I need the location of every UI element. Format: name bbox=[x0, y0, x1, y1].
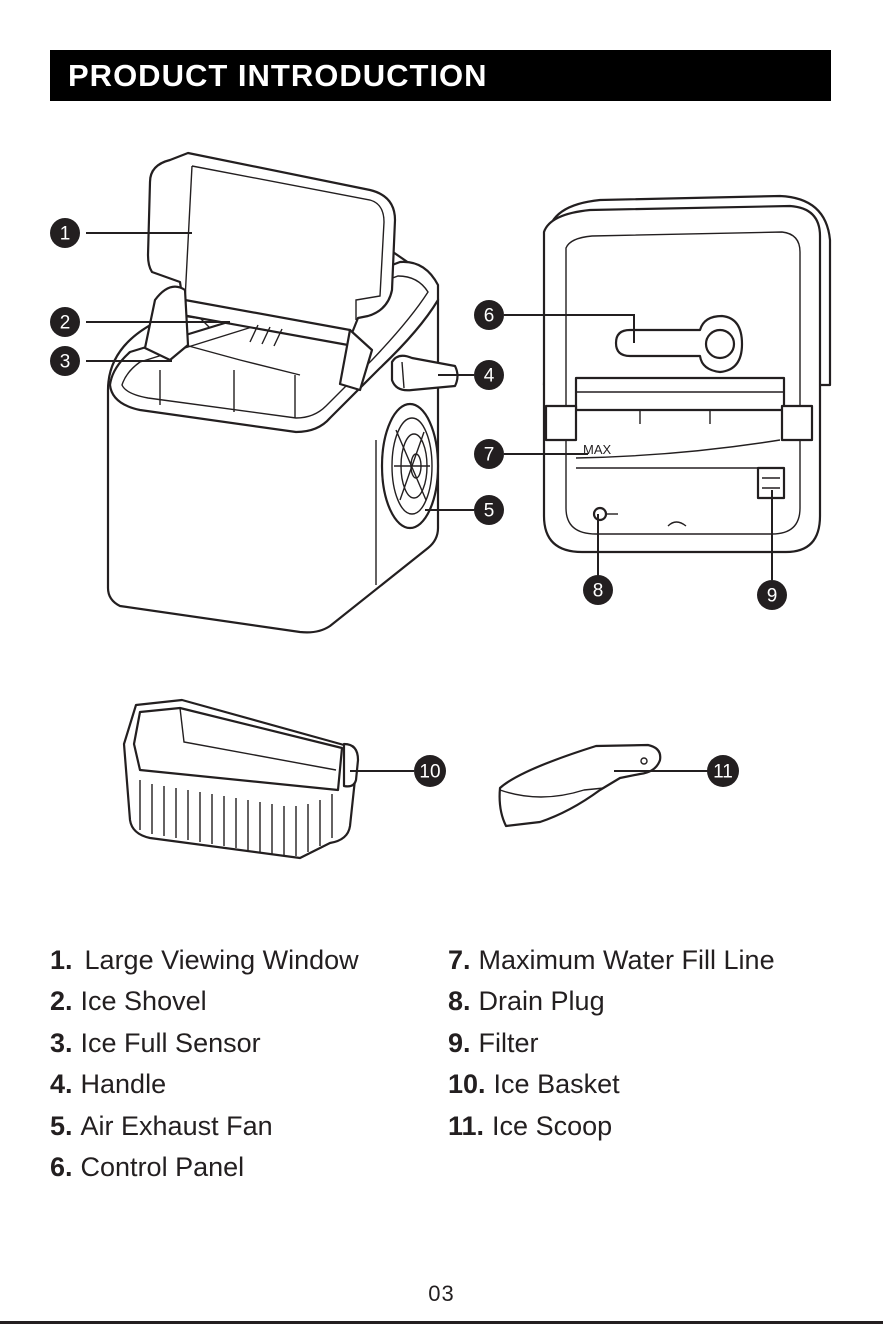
svg-text:1: 1 bbox=[60, 224, 71, 245]
list-item: 6.Control Panel bbox=[50, 1147, 359, 1188]
list-item: 8.Drain Plug bbox=[448, 981, 775, 1022]
svg-text:2: 2 bbox=[60, 313, 71, 334]
list-item: 7.Maximum Water Fill Line bbox=[448, 940, 775, 981]
callout-6: 6 bbox=[474, 300, 504, 330]
list-item: 10.Ice Basket bbox=[448, 1064, 775, 1105]
list-item: 3.Ice Full Sensor bbox=[50, 1023, 359, 1064]
list-item: 1.Large Viewing Window bbox=[50, 940, 359, 981]
list-item: 11.Ice Scoop bbox=[448, 1106, 775, 1147]
callout-4: 4 bbox=[474, 360, 504, 390]
svg-text:5: 5 bbox=[484, 501, 495, 522]
svg-text:11: 11 bbox=[713, 762, 733, 783]
callout-10: 10 bbox=[414, 755, 446, 787]
callout-11: 11 bbox=[707, 755, 739, 787]
svg-text:8: 8 bbox=[593, 581, 604, 602]
ice-maker-top-illustration: MAX bbox=[544, 196, 830, 552]
parts-list-left: 1.Large Viewing Window 2.Ice Shovel 3.Ic… bbox=[50, 940, 359, 1188]
svg-text:3: 3 bbox=[60, 352, 71, 373]
ice-basket-illustration bbox=[124, 700, 358, 858]
callout-3: 3 bbox=[50, 346, 80, 376]
ice-maker-side-illustration bbox=[108, 153, 458, 632]
callout-2: 2 bbox=[50, 307, 80, 337]
callout-1: 1 bbox=[50, 218, 80, 248]
parts-list-right: 7.Maximum Water Fill Line 8.Drain Plug 9… bbox=[448, 940, 775, 1147]
svg-text:9: 9 bbox=[767, 586, 778, 607]
callout-7: 7 bbox=[474, 439, 504, 469]
callout-5: 5 bbox=[474, 495, 504, 525]
svg-text:4: 4 bbox=[484, 366, 495, 387]
list-item: 9.Filter bbox=[448, 1023, 775, 1064]
product-diagram: MAX 1 2 3 4 5 6 7 bbox=[0, 0, 883, 940]
list-item: 2.Ice Shovel bbox=[50, 981, 359, 1022]
svg-text:10: 10 bbox=[419, 762, 440, 783]
callout-8: 8 bbox=[583, 575, 613, 605]
ice-scoop-illustration bbox=[500, 745, 661, 826]
list-item: 4.Handle bbox=[50, 1064, 359, 1105]
svg-text:7: 7 bbox=[484, 445, 495, 466]
callout-9: 9 bbox=[757, 580, 787, 610]
svg-text:6: 6 bbox=[484, 306, 495, 327]
list-item: 5.Air Exhaust Fan bbox=[50, 1106, 359, 1147]
page-number: 03 bbox=[0, 1281, 883, 1307]
